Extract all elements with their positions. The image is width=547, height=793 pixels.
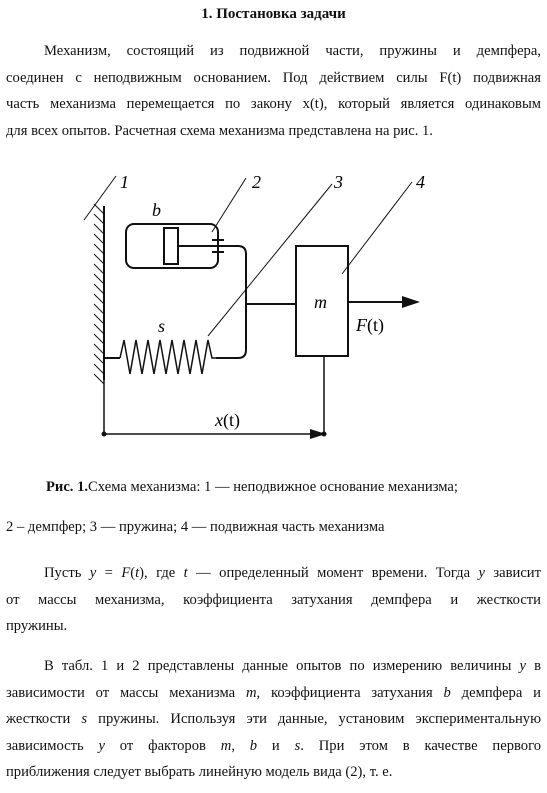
p3-var-y: y [519, 658, 526, 674]
p3-l4-var-b: b [249, 737, 258, 754]
p3-l4-text-e: . При этом в качестве первого [300, 737, 541, 754]
p2-var-y: y [89, 565, 97, 581]
p3-l2-text: зависимости от массы механизма [6, 684, 246, 701]
leader-2 [211, 177, 247, 233]
p3-var-b: b [443, 684, 451, 701]
damper-label: b [152, 200, 161, 220]
p2-text: Пусть [44, 565, 90, 581]
para3-line-3: жесткости s пружины. Используя эти данны… [6, 706, 541, 733]
p2-var-t2: t [183, 565, 188, 581]
p2-eq: = [96, 565, 122, 581]
intro-line-2: соединен с неподвижным основанием. Под д… [6, 69, 541, 86]
spring-label: s [158, 316, 165, 336]
figure-caption-line-1: Рис. 1.Схема механизма: 1 — неподвижное … [46, 479, 458, 496]
caption-prefix: Рис. 1. [46, 479, 89, 495]
p2-text-b: — определенный момент времени. Тогда [187, 565, 479, 581]
force-arrow-head [402, 296, 420, 308]
p3-var-s: s [81, 711, 88, 727]
displacement-argument: (t) [223, 410, 240, 431]
p3-l4-var-y: y [98, 737, 105, 754]
force-argument: (t) [367, 315, 384, 336]
p3-l4-text: зависимость [6, 737, 99, 754]
p3-l2-text-b: , коэффициента затухания [256, 684, 444, 701]
p2-var-t: t [135, 565, 140, 581]
paragraph-3: В табл. 1 и 2 представлены данные опытов… [6, 653, 541, 786]
caption-text-1: Схема механизма: 1 — неподвижное основан… [88, 479, 458, 495]
para2-line-3: пружины. [6, 618, 68, 634]
p2-var-y2: y [478, 565, 485, 581]
para2-line-2: от массы механизма, коэффициента затухан… [6, 591, 541, 608]
force-symbol: F [355, 315, 368, 335]
mass-label: m [314, 292, 327, 312]
intro-line-1: Механизм, состоящий из подвижной части, … [44, 43, 541, 59]
mechanism-diagram: 1 b 2 s 3 m 4 F(t) x(t) [83, 172, 425, 439]
intro-line-4: для всех опытов. Расчетная схема механиз… [6, 122, 433, 139]
figure-caption-line-2: 2 – демпфер; 3 — пружина; 4 — подвижная … [6, 519, 385, 535]
para3-line-5: приближения следует выбрать линейную мод… [6, 764, 393, 780]
p2-var-F: F [121, 565, 131, 581]
force-label: F(t) [355, 315, 384, 336]
para3-line-1: В табл. 1 и 2 представлены данные опытов… [6, 653, 541, 680]
p3-text-b: в [525, 658, 541, 674]
p3-text: В табл. 1 и 2 представлены данные опытов… [44, 658, 520, 674]
intro-line-3: часть механизма перемещается по закону x… [6, 96, 541, 112]
p3-l3-text: жесткости [6, 711, 82, 727]
p3-l4-text-b: от факторов [104, 737, 221, 754]
displacement-origin-dot [101, 431, 107, 437]
para3-line-4: зависимость y от факторов m, b и s. При … [6, 733, 541, 760]
p2-text-c: зависит [484, 565, 541, 581]
para3-line-2: зависимости от массы механизма m, коэффи… [6, 680, 541, 707]
intro-paragraph: Механизм, состоящий из подвижной части, … [6, 38, 541, 144]
p2-paren-close: ), где [139, 565, 184, 581]
displacement-arrow-head [310, 429, 326, 439]
displacement-end-dot [321, 431, 327, 437]
leader-3 [207, 183, 333, 337]
damper-piston [163, 227, 179, 265]
para2-line-1: Пусть y = F(t), где t — определенный мом… [6, 560, 541, 587]
spring-coil [119, 339, 216, 375]
p3-var-m: m [245, 684, 257, 701]
p3-l3-text-b: пружины. Используя эти данные, установим… [87, 711, 541, 727]
p3-l4-comma: , [231, 737, 250, 754]
p3-l2-text-c: демпфера и [450, 684, 541, 701]
label-4: 4 [416, 172, 425, 192]
section-heading: 1. Постановка задачи [201, 6, 346, 22]
paragraph-2: Пусть y = F(t), где t — определенный мом… [6, 560, 541, 640]
displacement-symbol: x [214, 410, 223, 430]
p3-l4-var-s: s [294, 737, 301, 754]
p3-l4-var-m: m [220, 737, 232, 754]
p3-l4-and: и [257, 737, 295, 754]
base-hatching [93, 203, 105, 385]
displacement-label: x(t) [214, 410, 240, 431]
connector-frame [216, 245, 247, 359]
p2-paren-open: ( [130, 565, 136, 581]
label-1: 1 [120, 172, 129, 192]
label-2: 2 [252, 172, 261, 192]
leader-4 [341, 181, 413, 275]
label-3: 3 [333, 172, 343, 192]
leader-1 [83, 175, 117, 221]
